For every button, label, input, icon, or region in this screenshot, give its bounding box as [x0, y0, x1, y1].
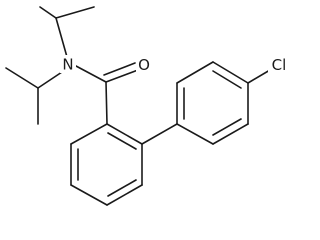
atom-label-oxygen: O [136, 56, 152, 74]
ring-b-inner-2 [212, 70, 242, 89]
ring-b-inner-3 [212, 118, 242, 136]
ring-b-bond-3 [212, 61, 249, 84]
chlorine-label: Cl [272, 56, 287, 74]
chemical-structure-diagram: N O Cl [5, 6, 290, 206]
bond-carbonyl-oxygen-1 [105, 69, 139, 83]
ring-a-bond-4 [70, 184, 108, 206]
ring-a-bond-1 [106, 123, 143, 145]
atom-label-chlorine: Cl [268, 56, 290, 74]
bond-carbonyl-oxygen-2 [103, 62, 136, 76]
chlorophenyl-ring [176, 61, 249, 145]
ring-a-bond-6 [70, 123, 108, 145]
ring-b-bond-5 [212, 123, 249, 145]
atom-label-nitrogen: N [60, 55, 76, 74]
bond-methyl-a-ch [39, 6, 57, 19]
amide-group [75, 62, 139, 125]
benzamide-ring [70, 123, 143, 206]
isopropyl-group-lower [5, 67, 63, 125]
bond-ch-n-upper [55, 17, 68, 58]
oxygen-label: O [138, 56, 150, 74]
ring-a-bond-3 [106, 184, 143, 206]
ring-b-bond-2 [176, 61, 214, 84]
ring-a-inner-1 [107, 132, 137, 150]
bond-ch-methyl-b [55, 6, 95, 19]
ring-a-inner-2 [107, 179, 137, 197]
bond-n-ch-lower [37, 71, 63, 89]
bond-carbon-chlorine [247, 69, 271, 84]
bond-biaryl [141, 123, 178, 145]
isopropyl-group-upper [39, 6, 95, 58]
bond-ch-methyl-c [5, 67, 39, 89]
nitrogen-label: N [62, 56, 73, 74]
ring-b-bond-6 [176, 123, 214, 145]
bond-n-carbonyl [75, 65, 107, 83]
bond-carbonyl-ring [105, 81, 108, 125]
